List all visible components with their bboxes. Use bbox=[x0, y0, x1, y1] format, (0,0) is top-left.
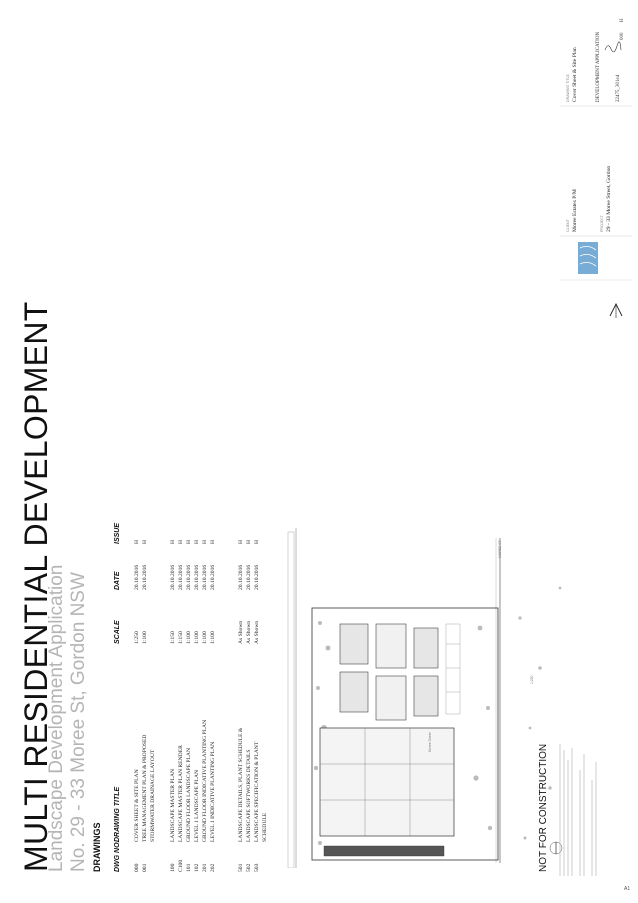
row-scale: As Shown bbox=[238, 620, 244, 644]
row-scale: 1:150 bbox=[170, 631, 176, 644]
row-date: 20.10.2016 bbox=[170, 564, 176, 590]
row-scale: 1:250 bbox=[134, 631, 140, 644]
row-drawing-title: LANDSCAPE MASTER PLAN bbox=[170, 768, 176, 842]
col-header-dwg-no: DWG NO. bbox=[114, 840, 121, 873]
row-issue: H bbox=[238, 539, 244, 544]
row-scale: 1:100 bbox=[194, 631, 200, 644]
row-issue: H bbox=[170, 539, 176, 544]
plan-scale-note: 1:250 bbox=[530, 675, 534, 685]
site-plan: MOREE ST Moree Street 1:250 bbox=[280, 528, 580, 869]
row-date: 20.10.2016 bbox=[142, 564, 148, 590]
drawings-heading: DRAWINGS bbox=[92, 822, 102, 873]
row-date: 20.10.2016 bbox=[210, 564, 216, 590]
row-dwg-no: 101 bbox=[186, 863, 192, 872]
row-scale: 1:100 bbox=[186, 631, 192, 644]
row-issue: H bbox=[142, 539, 148, 544]
row-issue: H bbox=[186, 539, 192, 544]
row-scale: 1:100 bbox=[142, 631, 148, 644]
row-dwg-no: 102 bbox=[194, 863, 200, 872]
row-dwg-no: 201 bbox=[202, 863, 208, 872]
row-scale: As Shown bbox=[246, 620, 252, 644]
row-scale: 1:150 bbox=[178, 631, 184, 644]
row-issue: H bbox=[178, 539, 184, 544]
row-drawing-title: GROUND FLOOR LANDSCAPE PLAN bbox=[186, 747, 192, 842]
row-date: 20.10.2016 bbox=[254, 564, 260, 590]
row-drawing-title: SCHEDULE bbox=[262, 812, 268, 842]
row-dwg-no: 501 bbox=[238, 863, 244, 872]
row-dwg-no: 100 bbox=[170, 863, 176, 872]
col-header-date: DATE bbox=[114, 571, 121, 590]
sheet-size: A1 bbox=[624, 886, 631, 892]
row-drawing-title: GROUND FLOOR INDICATIVE PLANTING PLAN bbox=[202, 719, 208, 842]
signature-icon bbox=[604, 41, 622, 53]
street-label: MOREE ST bbox=[498, 540, 502, 558]
row-drawing-title: STORMWATER DRAINAGE LAYOUT bbox=[150, 749, 156, 842]
row-date: 20.10.2016 bbox=[178, 564, 184, 590]
row-drawing-title: LEVEL 1 LANDSCAPE PLAN bbox=[194, 769, 200, 842]
col-header-drawing-title: DRAWING TITLE bbox=[114, 786, 121, 842]
row-dwg-no: 202 bbox=[210, 863, 216, 872]
row-date: 20.10.2016 bbox=[238, 564, 244, 590]
row-date: 20.10.2016 bbox=[134, 564, 140, 590]
project-address: No. 29 - 33 Moree St, Gordon NSW bbox=[68, 572, 89, 872]
title-block-dividers bbox=[560, 105, 632, 281]
row-drawing-title: TREE MANAGEMENT PLAN & PROPOSED bbox=[142, 734, 148, 842]
title-block: CLIENT Moree Estates P/M PROJECT 29 - 33… bbox=[560, 10, 632, 420]
row-issue: H bbox=[246, 539, 252, 544]
row-issue: H bbox=[202, 539, 208, 544]
row-drawing-title: LANDSCAPE MASTER PLAN RENDER bbox=[178, 745, 184, 842]
row-dwg-no: 502 bbox=[246, 863, 252, 872]
row-dwg-no: C100 bbox=[178, 859, 184, 872]
not-for-construction-notice: NOT FOR CONSTRUCTION bbox=[538, 743, 549, 872]
row-dwg-no: 000 bbox=[134, 863, 140, 872]
row-date: 20.10.2016 bbox=[186, 564, 192, 590]
row-drawing-title: LANDSCAPE SOFTWORKS DETAILS bbox=[246, 749, 252, 842]
row-issue: H bbox=[254, 539, 260, 544]
row-date: 20.10.2016 bbox=[202, 564, 208, 590]
col-header-issue: ISSUE bbox=[114, 522, 121, 544]
site-plan-drawing bbox=[287, 528, 563, 869]
row-drawing-title: LEVEL 1 INDICATIVE PLANTING PLAN bbox=[210, 741, 216, 842]
row-dwg-no: 503 bbox=[254, 863, 260, 872]
notes-text-lines bbox=[559, 744, 597, 876]
row-drawing-title: COVER SHEET & SITE PLAN bbox=[134, 769, 140, 842]
row-drawing-title: LANDSCAPE SPECIFICATION & PLANT bbox=[254, 741, 260, 842]
neighbour-street-label: Moree Street bbox=[428, 732, 432, 752]
row-issue: H bbox=[194, 539, 200, 544]
row-date: 20.10.2016 bbox=[194, 564, 200, 590]
row-drawing-title: LANDSCAPE DETAILS, PLANT SCHEDULE & bbox=[238, 727, 244, 842]
row-scale: 1:100 bbox=[210, 631, 216, 644]
row-dwg-no: 001 bbox=[142, 863, 148, 872]
row-scale: 1:100 bbox=[202, 631, 208, 644]
col-header-scale: SCALE bbox=[114, 620, 121, 644]
drawing-register-table: DWG NO. DRAWING TITLE SCALE DATE ISSUE 0… bbox=[114, 472, 274, 872]
company-logo-icon bbox=[578, 242, 598, 274]
row-date: 20.10.2016 bbox=[246, 564, 252, 590]
north-arrow-icon bbox=[609, 302, 623, 318]
north-arrow-icon bbox=[549, 841, 563, 855]
page-subtitle: Landscape Development Application bbox=[46, 564, 67, 872]
row-issue: H bbox=[210, 539, 216, 544]
row-issue: H bbox=[134, 539, 140, 544]
row-scale: As Shown bbox=[254, 620, 260, 644]
general-notes bbox=[558, 740, 602, 880]
